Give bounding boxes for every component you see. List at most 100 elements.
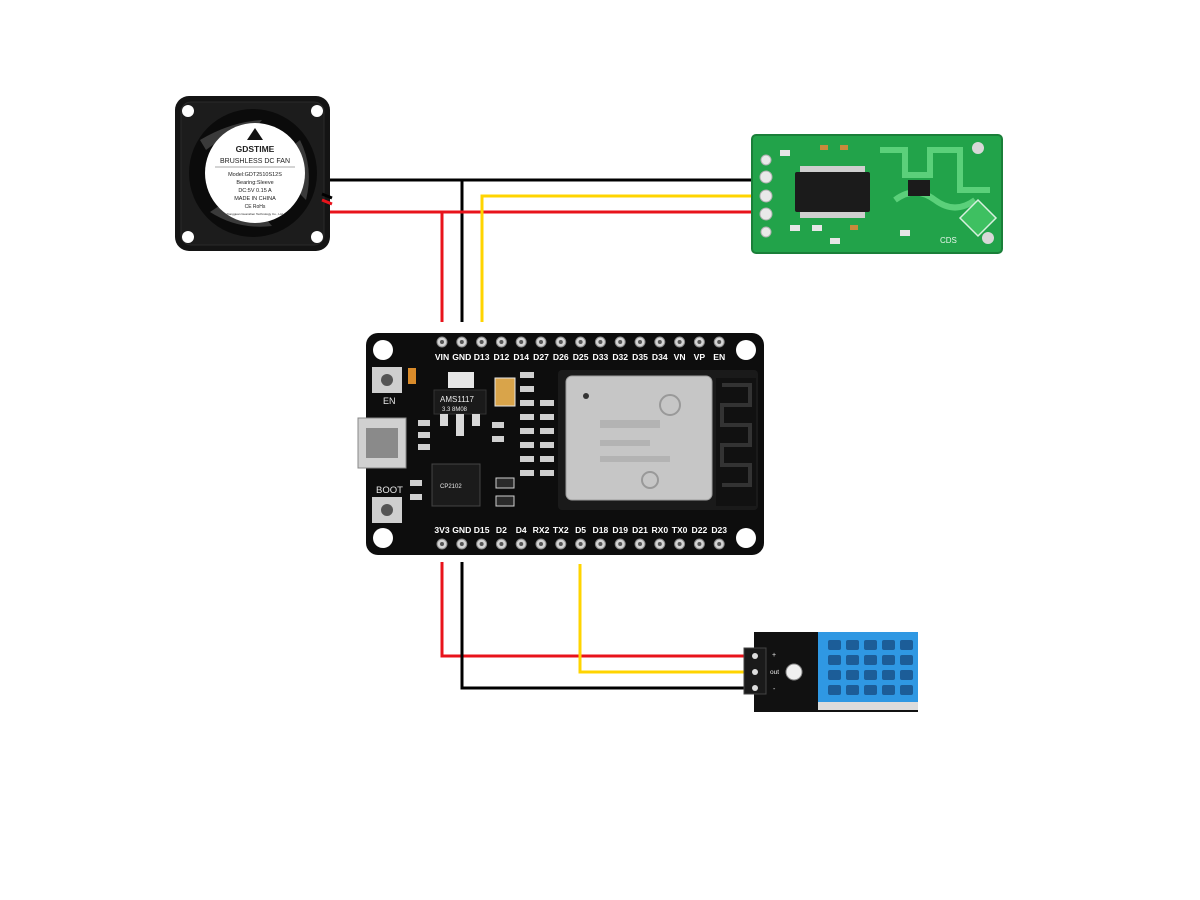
dht-vent-slot (882, 655, 895, 665)
dht-vent-slot (900, 655, 913, 665)
fan-type: BRUSHLESS DC FAN (220, 158, 290, 165)
bottom-pin-hole (459, 542, 464, 546)
dht-vent-slot (828, 640, 841, 650)
top-pin-hole (697, 340, 702, 344)
fan-cert: CE RoHs (245, 204, 266, 210)
bottom-pin-label: D5 (575, 525, 586, 535)
bottom-pin-label: D4 (516, 525, 527, 535)
fan-bearing: Bearing:Sleeve (236, 180, 273, 186)
dht-vent-slot (864, 670, 877, 680)
top-pin-label: D34 (652, 352, 668, 362)
dht-vent-slot (864, 655, 877, 665)
wire-dht-power (440, 562, 752, 658)
bottom-pin-label: D22 (692, 525, 708, 535)
top-pin-hole (519, 340, 524, 344)
top-pin-label: VIN (435, 352, 449, 362)
cooling-fan: GDSTIME BRUSHLESS DC FAN Model:GDT2510S1… (175, 96, 333, 251)
top-pin-hole (479, 340, 484, 344)
top-pin-hole (539, 340, 543, 344)
bottom-pin-label: TX2 (553, 525, 569, 535)
fan-brand: GDSTIME (236, 144, 275, 154)
top-pin-label: D32 (612, 352, 628, 362)
wire-dht-signal (578, 564, 752, 674)
bottom-pin-label: D21 (632, 525, 648, 535)
top-pin-label: D33 (593, 352, 609, 362)
fan-model: Model:GDT2510S12S (228, 172, 282, 178)
bottom-pin-label: D23 (711, 525, 727, 535)
top-pin-hole (499, 340, 504, 344)
top-pin-label: VP (694, 352, 706, 362)
top-pin-hole (677, 340, 682, 344)
dht-vent-slot (828, 670, 841, 680)
bottom-pin-hole (598, 542, 603, 546)
bottom-pin-label: D19 (612, 525, 628, 535)
dht-vent-grid (828, 640, 913, 695)
dht-vent-slot (900, 640, 913, 650)
bottom-pin-hole (638, 542, 642, 546)
bottom-pin-hole (519, 542, 524, 546)
bottom-pin-label: 3V3 (434, 525, 450, 535)
usb-uart-chip (431, 463, 481, 507)
bottom-pin-hole (578, 542, 583, 546)
usb-uart-chip-label: CP2102 (440, 484, 462, 490)
dht-vent-slot (864, 685, 877, 695)
top-pin-label: D27 (533, 352, 549, 362)
bottom-pin-hole (697, 542, 702, 546)
dht-vent-slot (882, 685, 895, 695)
dht-pin-label-minus: - (773, 686, 776, 693)
fan-logo-icon (247, 128, 263, 140)
top-pin-hole (618, 340, 623, 344)
top-pin-label: D26 (553, 352, 569, 362)
esp32-wroom-shield (565, 375, 713, 501)
top-pin-hole (657, 340, 662, 344)
bottom-pin-hole (717, 542, 722, 546)
bottom-pin-label: RX0 (651, 525, 668, 535)
dht-vent-slot (900, 670, 913, 680)
dht-vent-slot (846, 640, 859, 650)
dht-vent-slot (882, 640, 895, 650)
top-pin-label: GND (452, 352, 471, 362)
wire-dht-ground (460, 562, 752, 690)
dht-vent-slot (828, 655, 841, 665)
bottom-pin-hole (618, 542, 623, 546)
dht-vent-slot (864, 640, 877, 650)
bottom-pin-label: TX0 (672, 525, 688, 535)
bottom-pin-hole (499, 542, 504, 546)
top-pin-hole (459, 340, 464, 344)
bottom-pin-label: RX2 (533, 525, 550, 535)
radar-label: CDS (940, 236, 957, 245)
dht11-sensor: + out - (743, 632, 918, 712)
top-pin-hole (598, 340, 603, 344)
top-pin-label: D14 (513, 352, 529, 362)
dht-vent-slot (846, 655, 859, 665)
wires (330, 178, 752, 690)
bottom-pin-hole (539, 542, 543, 546)
dht-pin-label-out: out (770, 669, 779, 676)
dht-vent-slot (882, 670, 895, 680)
fan-rating: DC:5V 0.15 A (238, 188, 272, 194)
top-pin-label: VN (674, 352, 686, 362)
top-pin-label: D35 (632, 352, 648, 362)
microwave-radar-sensor: CDS (751, 134, 1003, 254)
en-button-label: EN (383, 396, 396, 406)
dht-pin-label-plus: + (772, 652, 776, 659)
dht-vent-slot (846, 685, 859, 695)
top-pin-label: D13 (474, 352, 490, 362)
top-pin-label: D25 (573, 352, 589, 362)
bottom-pin-label: D15 (474, 525, 490, 535)
bottom-pin-hole (677, 542, 682, 546)
dht-vent-slot (828, 685, 841, 695)
dht-vent-slot (846, 670, 859, 680)
top-pin-hole (638, 340, 642, 344)
wire-fan-power (330, 210, 444, 322)
bottom-pin-hole (558, 542, 563, 546)
top-pin-hole (717, 340, 722, 344)
top-pin-hole (558, 340, 563, 344)
fan-origin: MADE IN CHINA (234, 196, 276, 202)
radar-ic-chip (795, 172, 870, 212)
bottom-pin-label: GND (452, 525, 471, 535)
